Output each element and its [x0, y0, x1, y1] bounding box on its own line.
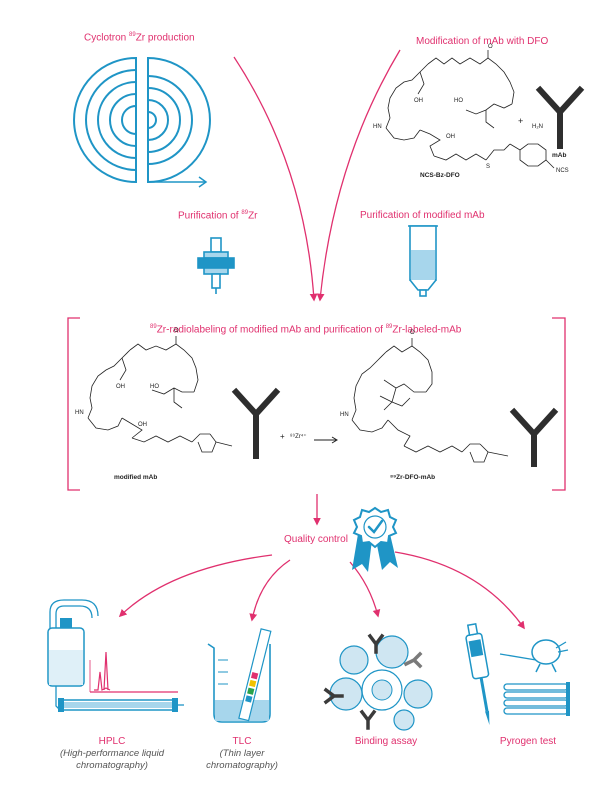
- ncs-bz-dfo-structure: [385, 50, 555, 169]
- modified-mab-oh-label-1: OH: [116, 384, 125, 390]
- arrow-modification-to-labeling: [316, 49, 401, 302]
- dfo-ho-label: HO: [454, 98, 463, 104]
- labeling-bracket: [67, 317, 566, 491]
- purification-zr-label: Purification of 89Zr: [178, 210, 258, 222]
- plus-sign-top: +: [518, 116, 524, 126]
- antibody-icon-right: [509, 407, 559, 467]
- dfo-oh-label-1: OH: [414, 98, 423, 104]
- test-subtitle-hplc-2: chromatography): [76, 760, 148, 771]
- flow-arrows: [118, 49, 525, 630]
- modified-mab-structure: [87, 336, 233, 453]
- arrow-qc-to-tlc: [249, 559, 291, 622]
- cyclotron-label: Cyclotron 89Zr production: [84, 32, 195, 44]
- test-name-pyrogen: Pyrogen test: [499, 736, 557, 747]
- syringe-filter-icon: [197, 237, 235, 294]
- quality-seal-icon: [352, 506, 398, 572]
- radiolabeling-label: 89Zr-radiolabeling of modified mAb and p…: [150, 324, 462, 336]
- hplc-icon: [47, 599, 184, 712]
- antibody-icon-top: [535, 85, 585, 149]
- arrow-qc-to-binding: [349, 561, 381, 618]
- antibody-icon-left: [231, 387, 281, 459]
- modified-mab-o-label: O: [174, 328, 179, 334]
- dfo-caption: NCS-Bz-DFO: [420, 172, 460, 179]
- quality-control-label: Quality control: [284, 534, 348, 545]
- test-subtitle-hplc-1: (High-performance liquid: [59, 748, 165, 759]
- tlc-icon: [207, 628, 272, 723]
- h2n-label: H₂N: [532, 124, 543, 130]
- dfo-oh-label-2: OH: [446, 134, 455, 140]
- cyclotron-icon: [73, 56, 211, 188]
- arrow-qc-to-pyrogen: [394, 551, 525, 630]
- test-subtitle-tlc-1: (Thin layer: [219, 748, 265, 759]
- zr-dfo-hn-label: HN: [340, 412, 349, 418]
- column-icon: [408, 225, 438, 297]
- test-name-tlc: TLC: [232, 736, 252, 747]
- mab-caption: mAb: [552, 152, 567, 159]
- reaction-arrow: [314, 436, 338, 444]
- modified-mab-ho-label: HO: [150, 384, 159, 390]
- zr-ion-label: ⁸⁹Zr⁴⁺: [290, 434, 307, 440]
- test-subtitle-tlc-2: chromatography): [206, 760, 278, 771]
- modification-label: Modification of mAb with DFO: [416, 36, 549, 47]
- zr-dfo-mab-structure: [351, 338, 509, 463]
- dfo-s-label: S: [486, 164, 491, 170]
- dfo-ncs-label: NCS: [556, 168, 569, 174]
- test-name-binding-assay: Binding assay: [354, 736, 418, 747]
- modified-mab-caption: modified mAb: [114, 474, 158, 481]
- binding-assay-icon: [323, 633, 433, 731]
- modified-mab-oh-label-2: OH: [138, 422, 147, 428]
- dfo-o-label: O: [488, 44, 493, 50]
- arrow-cyclotron-to-labeling: [233, 56, 318, 302]
- modified-mab-hn-label: HN: [75, 410, 84, 416]
- zr-dfo-caption: ⁸⁹Zr-DFO-mAb: [390, 474, 436, 481]
- plus-sign-middle: +: [280, 432, 285, 441]
- arrow-qc-to-hplc: [118, 554, 273, 618]
- test-name-hplc: HPLC: [98, 736, 126, 747]
- zr-dfo-o-label: O: [410, 330, 415, 336]
- purification-mab-label: Purification of modified mAb: [360, 210, 485, 221]
- pyrogen-test-icon: [465, 622, 570, 725]
- dfo-hn-label: HN: [373, 124, 382, 130]
